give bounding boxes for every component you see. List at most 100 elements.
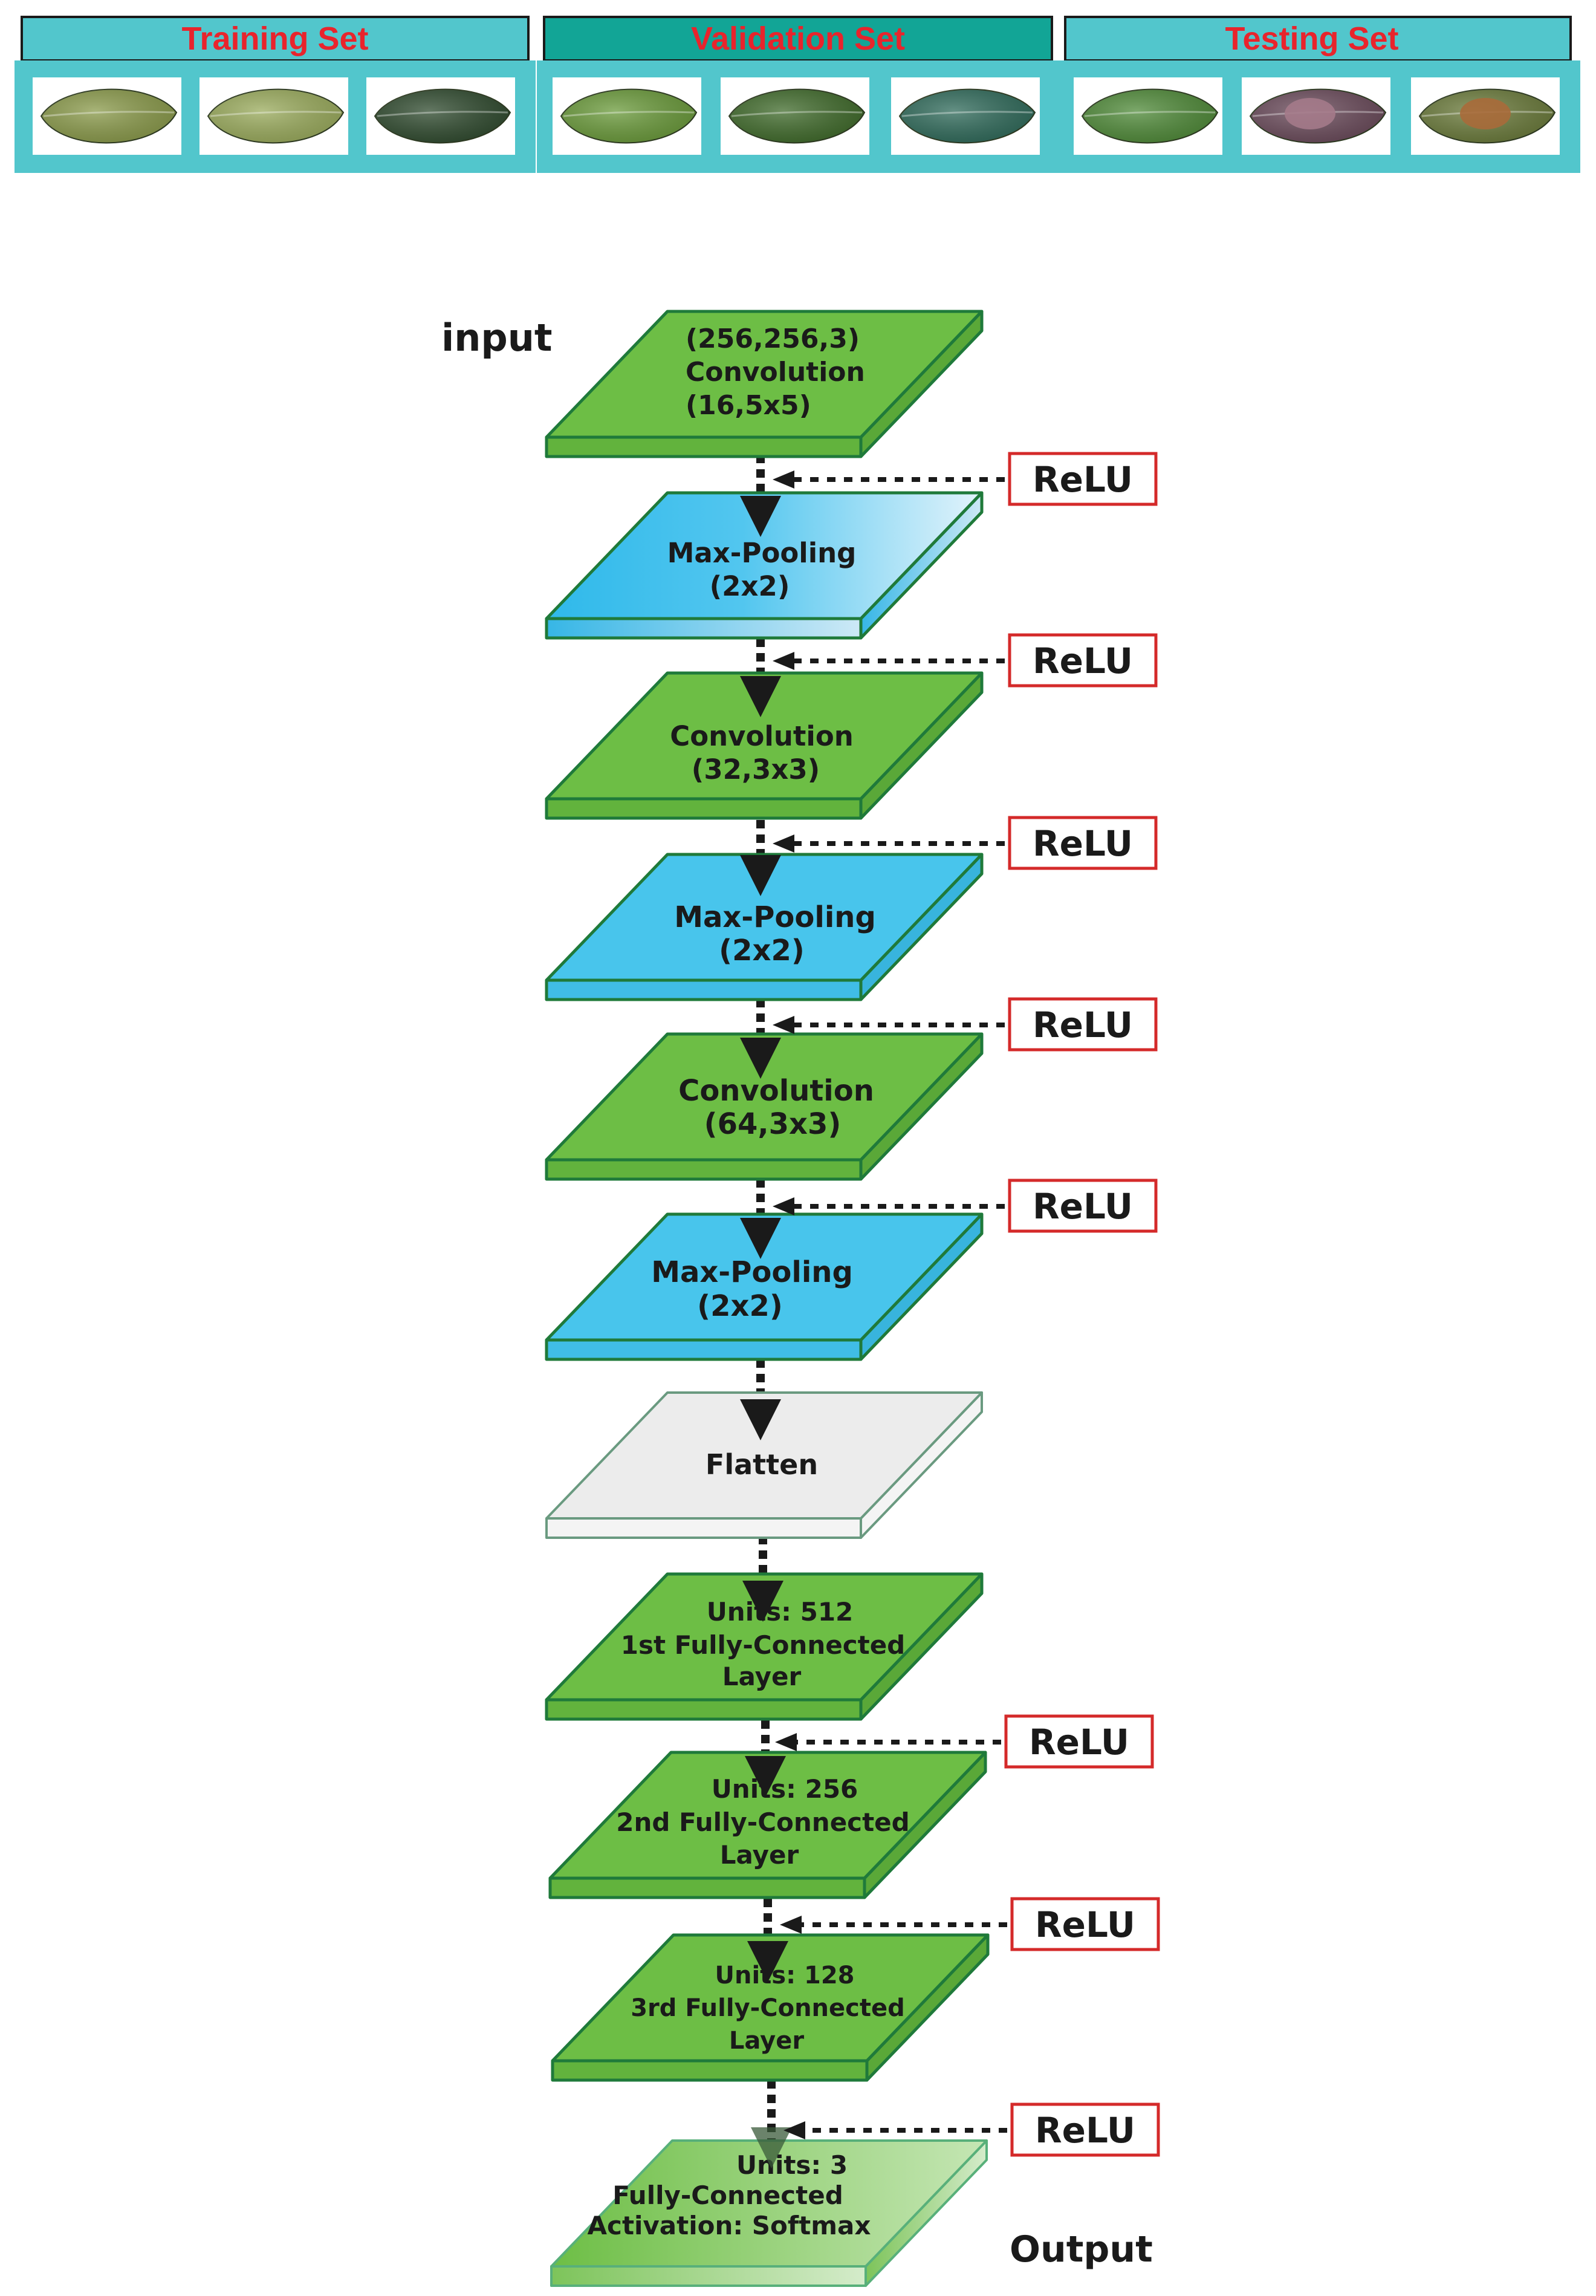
output-label: Output [1010,2228,1153,2271]
arrow-down-icon [745,1756,786,1797]
leaf-vein [1084,111,1216,117]
relu-box [1004,1714,1154,1769]
arrow-left-icon [773,470,794,489]
relu-activation-2: ReLU [773,633,1158,688]
training-set-header [21,16,530,62]
arrow-down-icon [740,1038,781,1079]
relu-activation-7: ReLU [780,1897,1160,1951]
leaf-shading [375,89,510,143]
relu-label: ReLU [1033,1004,1133,1046]
leaf-shading [900,89,1035,143]
layer-label-line: Units: 512 [707,1597,854,1627]
layer-label-line: Max-Pooling [667,537,857,569]
relu-labels: ReLU ReLU ReLU ReLU ReLU ReLU ReLU ReLU [773,452,1160,2157]
leaf-vein [210,111,342,117]
arrow-left-icon [773,1197,794,1215]
layer-conv-3: Convolution(32,3x3) [545,671,984,820]
layer-stack: (256,256,3) Convolution (16,5x5) Max-Poolin… [545,310,990,2287]
relu-label: ReLU [1033,459,1133,500]
layer-top-face [545,491,984,620]
arrow-down-icon [740,676,781,717]
layer-front-face [545,1338,863,1361]
leaf-vein [563,111,695,117]
validation-set-images [553,77,1040,155]
leaf-shading [1082,89,1218,143]
layer-front-face [548,1876,866,1899]
relu-activation-1: ReLU [773,452,1158,506]
leaf-shading [41,89,177,143]
layer-front-face [545,1158,863,1181]
relu-box [1008,816,1158,870]
relu-label: ReLU [1035,2110,1135,2151]
leaf-lesion [1460,98,1511,129]
layer-label-line: (16,5x5) [686,390,811,421]
layer-label-line: (2x2) [697,1289,783,1323]
leaf-lesion [1285,98,1335,129]
layer-label-line: Activation: Softmax [588,2211,871,2240]
arrow-left-icon [775,1733,797,1751]
training-set-title: Training Set [181,21,368,57]
relu-box [1008,452,1158,506]
arrow-left-icon [783,2121,805,2139]
relu-activation-4: ReLU [773,997,1158,1052]
relu-box [1010,2102,1160,2157]
layer-label-line: (2x2) [710,570,790,602]
relu-label: ReLU [1029,1722,1129,1763]
relu-label: ReLU [1033,640,1133,681]
layer-pool-6: Max-Pooling(2x2) [545,1212,984,1361]
layer-label-line: Units: 3 [736,2150,848,2180]
relu-box [1010,1897,1160,1951]
layer-pool-4: Max-Pooling(2x2) [545,853,984,1001]
layer-front-face [545,1517,862,1539]
relu-activation-5: ReLU [773,1179,1158,1233]
layer-front-face [545,1698,863,1721]
testing-set-title: Testing Set [1225,21,1398,57]
layer-label-line: Layer [720,1840,799,1870]
layer-label-line: 1st Fully-Connected [621,1630,906,1660]
leaf-vein [901,111,1033,117]
arrow-down-icon [742,1581,783,1622]
layer-conv-5: Convolution(64,3x3) [545,1032,984,1181]
leaf-shading [561,89,696,143]
leaf-shading [208,89,343,143]
layer-label-line: (2x2) [719,934,805,968]
arrow-down-icon [740,1218,781,1259]
layer-top-face [545,1572,984,1702]
relu-activation-6: ReLU [775,1714,1154,1769]
arrow-left-icon [780,1916,802,1934]
layer-top-face [545,853,984,982]
layer-top-face [551,1933,990,2063]
training-set-images [33,77,515,155]
layer-label-line: (256,256,3) [686,324,860,354]
layer-label-line: 2nd Fully-Connected [616,1807,909,1837]
layer-label-line: Max-Pooling [674,900,876,934]
layer-label-line: Units: 128 [715,1962,854,1989]
layer-label-line: Convolution [678,1074,874,1108]
relu-label: ReLU [1033,823,1133,864]
validation-set-panel: Validation Set [537,16,1059,173]
relu-activation-8: ReLU [783,2102,1160,2157]
layer-top-face [545,1032,984,1162]
layer-label-line: Layer [722,1662,802,1691]
layer-label-line: Layer [729,2027,804,2055]
layer-front-face [545,797,863,820]
layer-front-face [545,978,863,1001]
arrow-left-icon [773,1016,794,1034]
relu-box [1008,997,1158,1052]
arrow-down-icon [747,1941,788,1982]
leaf-shading [729,89,864,143]
leaf-vein [377,111,508,117]
input-label: input [441,316,553,360]
layer-label-line: (64,3x3) [704,1107,842,1141]
layer-label-line: (32,3x3) [692,753,820,785]
relu-box [1008,1179,1158,1233]
layer-front-face [550,2265,867,2287]
arrow-down-icon [740,855,781,896]
validation-set-title: Validation Set [691,21,905,57]
relu-activation-3: ReLU [773,816,1158,870]
